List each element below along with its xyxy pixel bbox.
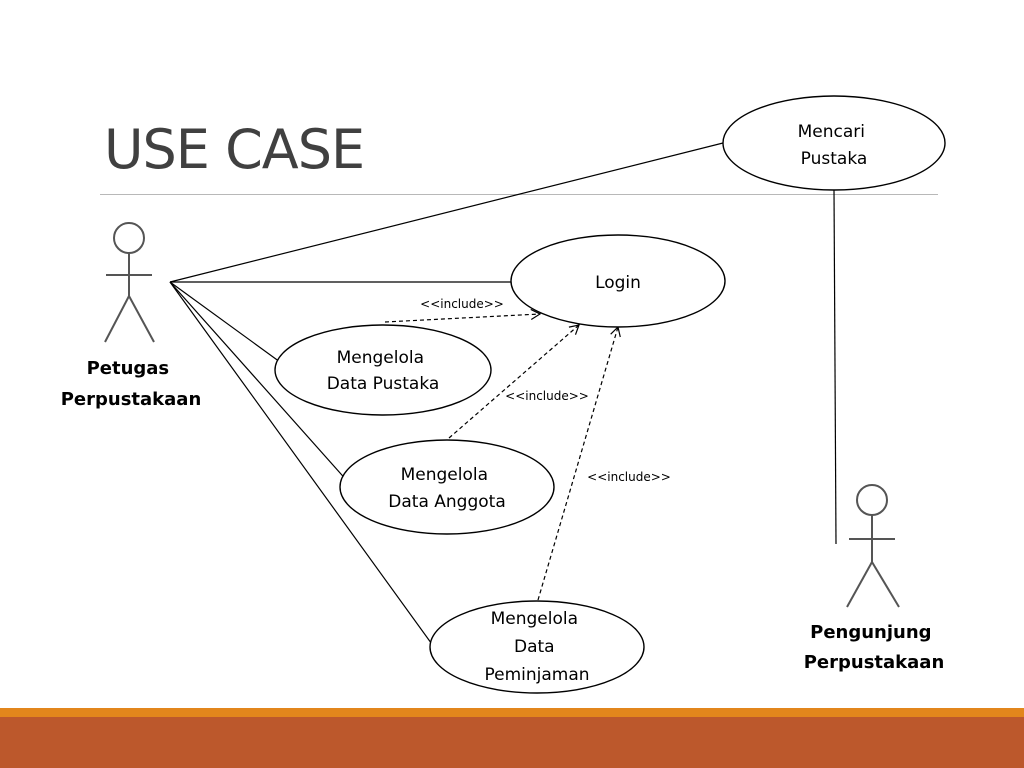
stick-figure-icon [104,222,155,343]
footer-band [0,717,1024,768]
association-lines [169,142,837,648]
association-petugas-data-anggota [169,281,350,484]
use-case-login: Login [510,234,726,328]
use-case-label: Data Pustaka [327,374,440,394]
slide-title: USE CASE [104,118,365,181]
svg-text:Mencari Pustaka: Mencari Pustaka [798,122,871,169]
stick-figure-icon [846,484,900,608]
svg-text:Mengelola Data Pustaka: Mengelola Data Pustaka [327,348,440,394]
use-case-label: Login [595,273,641,293]
include-dependencies [384,308,621,601]
association-petugas-data-peminjaman [169,281,435,648]
use-case-mengelola-data-anggota: Mengelola Data Anggota [339,439,555,535]
use-case-label: Data [514,637,555,657]
actor-label: Petugas [87,358,170,379]
include-label: <<include>> [505,389,589,403]
use-case-label: Mencari [798,122,865,142]
svg-text:Mengelola Data: Mengelola Data Peminjaman [484,609,589,685]
use-case-mengelola-data-pustaka: Mengelola Data Pustaka [274,324,492,416]
use-case-label: Mengelola [491,609,578,629]
use-case-label: Mengelola [337,348,424,368]
actor-label: Perpustakaan [804,652,945,673]
use-case-label: Peminjaman [484,665,589,685]
footer-accent-stripe [0,708,1024,717]
include-arrow-data-pustaka [384,308,542,323]
svg-text:Login: Login [595,273,641,293]
svg-text:Petugas Perpustakaan: Petugas Perpustakaan [61,358,202,410]
include-label: <<include>> [587,470,671,484]
actor-pengunjung-perpustakaan: Pengunjung Perpustakaan [804,484,945,673]
association-petugas-mencari-pustaka [169,142,724,283]
actor-label: Pengunjung [810,622,931,643]
use-case-mengelola-data-peminjaman: Mengelola Data Peminjaman [429,600,645,694]
actor-petugas-perpustakaan: Petugas Perpustakaan [61,222,202,410]
use-case-label: Data Anggota [388,492,505,512]
association-pengunjung-mencari-pustaka [833,189,837,545]
svg-text:Pengunjung Perpustakaa: Pengunjung Perpustakaan [804,622,945,673]
include-label: <<include>> [420,297,504,311]
use-case-label: Mengelola [401,465,488,485]
include-arrow-data-anggota [448,324,580,439]
include-arrow-data-peminjaman [537,325,621,601]
svg-text:Mengelola Data Anggota: Mengelola Data Anggota [388,465,505,512]
use-case-label: Pustaka [801,149,868,169]
actor-label: Perpustakaan [61,389,202,410]
association-petugas-data-pustaka [169,281,292,371]
use-case-mencari-pustaka: Mencari Pustaka [722,95,946,191]
